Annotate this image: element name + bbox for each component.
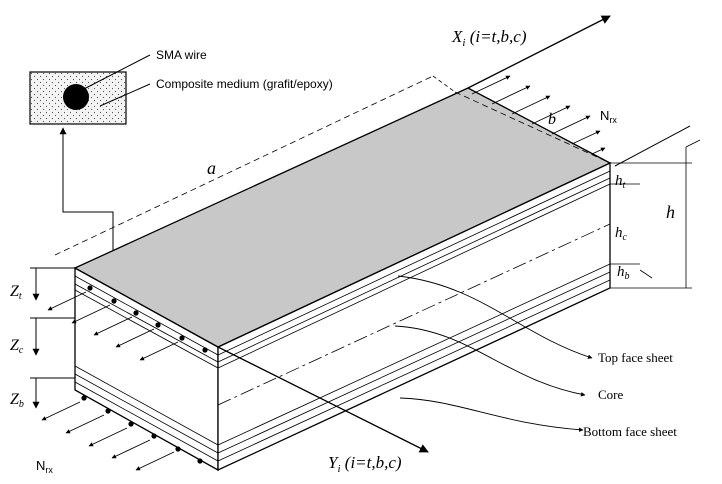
load-arrows-left-top	[47, 291, 179, 361]
layer-callouts	[394, 275, 593, 432]
hb-label: h	[617, 264, 625, 280]
hb-sub: b	[625, 271, 630, 282]
svg-text:Zb: Zb	[10, 391, 24, 410]
zc-sub: c	[19, 345, 24, 356]
ht-label: h	[615, 173, 623, 189]
x-axis: Xi (i=t,b,c)	[451, 15, 611, 89]
dimension-a: a	[54, 75, 456, 256]
n-bottom-sub: rx	[45, 465, 53, 475]
x-axis-sub: i	[462, 37, 465, 49]
svg-text:Nrx: Nrx	[600, 108, 617, 125]
n-top-sub: rx	[609, 115, 617, 125]
svg-text:Xi (i=t,b,c): Xi (i=t,b,c)	[451, 27, 527, 49]
svg-text:Yi (i=t,b,c): Yi (i=t,b,c)	[328, 453, 402, 475]
sma-wire-dot	[63, 84, 89, 110]
hc-label: h	[615, 225, 623, 241]
top-face-sheet-label: Top face sheet	[598, 350, 673, 365]
y-axis: Yi (i=t,b,c)	[217, 346, 429, 475]
y-axis-paren: (i=t,b,c)	[341, 453, 402, 472]
bottom-face-sheet-label: Bottom face sheet	[583, 424, 677, 439]
core-label: Core	[598, 387, 624, 402]
sma-wire-leader	[81, 54, 151, 91]
dimension-a-label: a	[207, 158, 216, 178]
hc-sub: c	[623, 232, 628, 243]
svg-text:hb: hb	[617, 264, 630, 282]
zb-sub: b	[19, 399, 24, 410]
svg-text:Zc: Zc	[10, 337, 24, 356]
sma-wire-label: SMA wire	[156, 48, 207, 62]
n-bottom-label: N	[36, 458, 45, 473]
top-face-callout	[397, 275, 593, 359]
svg-text:Zt: Zt	[10, 283, 22, 302]
composite-leader	[99, 83, 151, 107]
x-axis-paren: (i=t,b,c)	[465, 27, 526, 46]
thickness-dimensions: h ht hc hb	[610, 139, 701, 289]
zt-label: Z	[10, 283, 20, 300]
dimension-b-label: b	[548, 111, 556, 128]
svg-text:hc: hc	[615, 225, 628, 243]
y-axis-sub: i	[337, 463, 340, 475]
ht-sub: t	[623, 180, 626, 191]
h-label: h	[666, 202, 675, 222]
zt-sub: t	[19, 291, 22, 302]
svg-text:ht: ht	[615, 173, 626, 191]
dimension-b: b	[454, 91, 691, 167]
zb-label: Z	[10, 391, 20, 408]
inset-detail: SMA wire Composite medium (grafit/epoxy)	[29, 48, 333, 298]
y-axis-label: Y	[328, 453, 339, 472]
load-arrows-top-right	[471, 75, 606, 155]
bottom-face-callout	[399, 397, 584, 432]
load-arrows-left-bottom	[41, 401, 175, 471]
zc-label: Z	[10, 337, 20, 354]
z-axes	[30, 267, 75, 409]
x-axis-label: X	[451, 27, 463, 46]
n-top-label: N	[600, 108, 609, 123]
svg-text:Nrx: Nrx	[36, 458, 53, 475]
sma-wires-top	[87, 285, 208, 353]
sma-wires-bottom	[81, 395, 203, 464]
core-callout	[394, 325, 586, 397]
composite-medium-label: Composite medium (grafit/epoxy)	[156, 77, 333, 91]
